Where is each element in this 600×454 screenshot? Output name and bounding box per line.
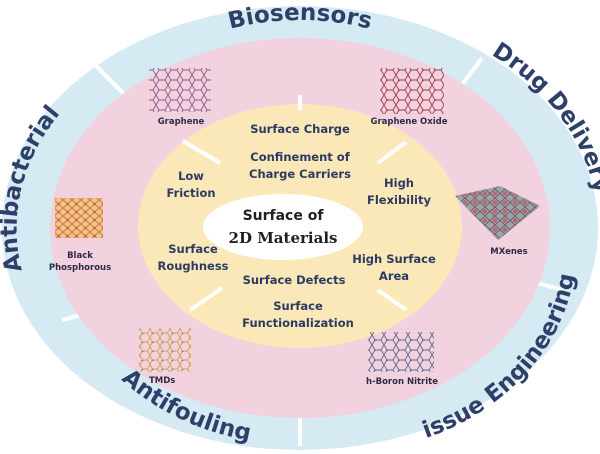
- black-phosphorous-lattice-icon: [55, 198, 103, 238]
- center-title-line1: Surface of: [243, 208, 325, 224]
- properties-dividers: [181, 95, 408, 312]
- graphene-lattice-icon: [149, 68, 211, 112]
- property-surface-roughness-line1: Surface: [168, 242, 218, 256]
- material-tmds: TMDs: [149, 376, 175, 386]
- material-black-phosphorous-line2: Phosphorous: [49, 263, 111, 273]
- property-high-surface-area-line1: High Surface: [352, 252, 436, 266]
- property-high-surface-area-line2: Area: [379, 269, 409, 283]
- property-high-flexibility-line2: Flexibility: [367, 193, 432, 207]
- property-surface-roughness-line2: Roughness: [157, 259, 228, 273]
- property-low-friction-line1: Low: [178, 169, 204, 183]
- graphene-oxide-lattice-icon: [380, 68, 444, 114]
- center-title-line2: 2D Materials: [229, 229, 338, 247]
- h-boron-nitrite-lattice-icon: [368, 332, 434, 372]
- property-confinement-line2: Charge Carriers: [249, 167, 351, 181]
- tmds-lattice-icon: [139, 328, 191, 372]
- property-high-flexibility-line1: High: [384, 176, 414, 190]
- material-graphene: Graphene: [158, 117, 205, 127]
- material-h-boron-nitrite: h-Boron Nitrite: [366, 377, 438, 387]
- mxenes-lattice-icon: [455, 186, 540, 240]
- center-ellipse: [203, 194, 363, 260]
- property-surface-functionalization-line1: Surface: [273, 299, 323, 313]
- property-surface-charge: Surface Charge: [250, 122, 350, 136]
- material-mxenes: MXenes: [490, 247, 527, 257]
- material-graphene-oxide: Graphene Oxide: [370, 117, 447, 127]
- property-surface-defects: Surface Defects: [243, 273, 346, 287]
- property-confinement-line1: Confinement of: [250, 150, 350, 164]
- property-surface-functionalization-line2: Functionalization: [242, 316, 354, 330]
- material-black-phosphorous-line1: Black: [67, 251, 93, 261]
- property-low-friction-line2: Friction: [166, 186, 215, 200]
